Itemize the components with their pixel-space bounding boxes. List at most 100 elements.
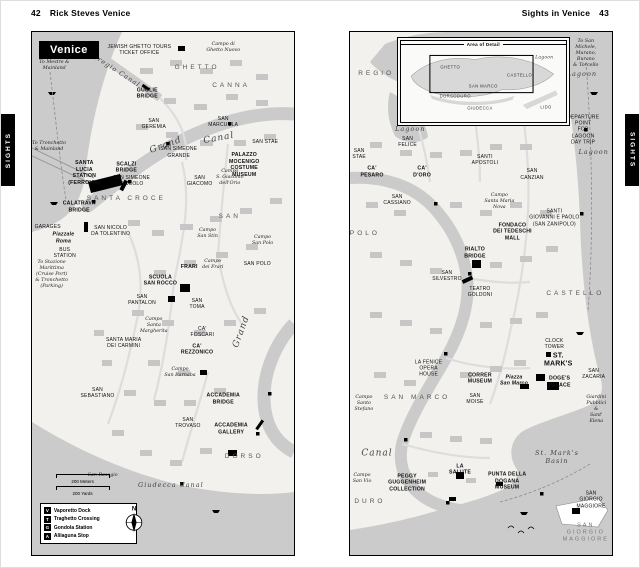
map-title-text: Venice bbox=[50, 44, 88, 56]
building-blocks bbox=[366, 142, 558, 483]
map-label: SANTA MARIA DEI CARMINI bbox=[105, 336, 142, 350]
map-label: SAN MARCO bbox=[383, 394, 451, 402]
map-label: SAN SIMEONE GRANDE bbox=[160, 146, 198, 159]
map-label: GIUDECCA bbox=[467, 105, 493, 111]
map-label: SAN TOMA bbox=[189, 297, 205, 310]
left-map-labels: JEWISH GHETTO TOURS TICKET OFFICE Campo d… bbox=[32, 32, 294, 555]
east-lagoon-and-basin-water bbox=[350, 32, 612, 555]
page-number-right: 43 bbox=[599, 8, 609, 18]
map-label: FONDACO DEI TEDESCHI MALL bbox=[493, 222, 532, 242]
lido-silhouette bbox=[522, 90, 558, 110]
map-label: SAN MOISE bbox=[466, 392, 484, 406]
map-label: Giardini Pubblici & Sant' Elena bbox=[586, 394, 607, 424]
map-label: SAN GEREMIA bbox=[141, 117, 167, 131]
building-blocks bbox=[94, 60, 282, 466]
map-label: CA' PESARO bbox=[360, 165, 384, 179]
map-label: San Basegio bbox=[87, 473, 118, 479]
inset-title: Area of Detail bbox=[401, 42, 566, 47]
map-label: RIALTO BRIDGE bbox=[464, 246, 486, 260]
map-label: Campo Santa Margherita bbox=[139, 316, 168, 334]
map-label: Campo S. Giacomo dell'Orio bbox=[216, 169, 244, 187]
sights-tab-left: SIGHTS bbox=[1, 114, 15, 186]
map-label: SAN CANZIAN bbox=[520, 168, 544, 181]
map-label: St. Mark's Basin bbox=[535, 449, 579, 466]
map-label: CLOCK TOWER bbox=[544, 337, 565, 350]
chapter-title: Sights in Venice bbox=[521, 8, 591, 18]
map-label: Campo San Polo bbox=[251, 235, 274, 247]
map-label: CASTELLO bbox=[546, 289, 605, 297]
map-label: ACCADEMIA BRIDGE bbox=[206, 392, 240, 406]
compass-rose: N bbox=[125, 506, 143, 532]
map-label: Lagoon bbox=[566, 69, 598, 78]
map-label: SAN GIORGIO MAGGIORE bbox=[562, 522, 609, 543]
map-label: REGIO bbox=[358, 69, 395, 77]
seagull-marks bbox=[507, 525, 535, 534]
map-label: SAN ZACARIA bbox=[582, 367, 606, 381]
map-label: CASTELLO bbox=[507, 72, 533, 78]
map-label: ST. MARK'S bbox=[544, 352, 573, 368]
ferry-routes bbox=[499, 61, 593, 503]
map-label: Piazza San Marco bbox=[499, 374, 529, 387]
map-label: DEPARTURE POINT FOR LAGOON DAY TRIP bbox=[567, 114, 600, 146]
compass-north-label: N bbox=[132, 506, 136, 512]
legend-item-label: Gondola Station bbox=[53, 524, 93, 531]
map-label: SAN GIORGIO MAGGIORE bbox=[576, 490, 606, 510]
boat-icons bbox=[520, 92, 598, 515]
map-label: CA' FOSCARI bbox=[190, 325, 215, 339]
map-label: Lagoon bbox=[395, 124, 426, 133]
map-label: GHETTO bbox=[174, 64, 220, 72]
book-title: Rick Steves Venice bbox=[49, 8, 131, 18]
vaporetto-dock-marks bbox=[404, 128, 588, 505]
map-label: CA' D'ORO bbox=[413, 165, 431, 179]
inset-title-text: Area of Detail bbox=[466, 42, 500, 48]
legend-item-label: Traghetto Crossing bbox=[53, 516, 100, 523]
map-label: Campo San Vio bbox=[352, 473, 372, 485]
venice-sights-map: To San Michele, Murano, Burano & Torcell… bbox=[349, 31, 613, 556]
map-label: LA SALUTE bbox=[449, 463, 472, 476]
map-label: JEWISH GHETTO TOURS TICKET OFFICE bbox=[107, 43, 172, 56]
map-label: Campo Santa Maria Nova bbox=[484, 192, 515, 210]
map-label: Lagoon bbox=[578, 148, 609, 157]
map-label: SAN NICOLO DA TOLENTINO bbox=[91, 224, 131, 237]
inset-graphics bbox=[410, 55, 558, 110]
map-label: SAN CASSIANO bbox=[383, 193, 411, 206]
map-label: Campo di Ghetto Nuovo bbox=[206, 41, 241, 53]
map-label: Canal bbox=[361, 448, 393, 459]
map-label: SAN FELICE bbox=[398, 135, 417, 148]
map-label: PEGGY GUGGENHEIM COLLECTION bbox=[388, 473, 427, 493]
venice-overview-map: JEWISH GHETTO TOURS TICKET OFFICE Campo d… bbox=[31, 31, 295, 556]
legend-item-label: Alilaguna Stop bbox=[53, 533, 89, 540]
legend-symbol: G bbox=[43, 524, 51, 532]
sights-tab-label: SIGHTS bbox=[628, 131, 636, 169]
legend-symbol: T bbox=[43, 515, 51, 523]
lagoon-water-west bbox=[32, 32, 122, 232]
map-label: GHETTO bbox=[440, 64, 461, 70]
map-label: To Mestre & Mainland bbox=[39, 60, 70, 71]
map-label: TEATRO GOLDONI bbox=[467, 285, 493, 298]
san-giorgio-island bbox=[555, 497, 609, 528]
map-label: SAN SIMEONE PICCOLO bbox=[113, 174, 151, 188]
legend-symbol: A bbox=[43, 532, 51, 540]
map-label: SCALZI BRIDGE bbox=[115, 161, 137, 174]
grand-canal bbox=[350, 171, 545, 518]
map-label: Piazzale Roma bbox=[52, 231, 75, 245]
detail-area-outline bbox=[429, 55, 534, 94]
giudecca-silhouette bbox=[429, 95, 515, 106]
right-map-labels: To San Michele, Murano, Burano & Torcell… bbox=[350, 32, 612, 555]
map-label: SAN SILVESTRO bbox=[432, 269, 462, 283]
legend-item-label: Vaporetto Dock bbox=[53, 507, 91, 514]
railway-lines bbox=[32, 147, 95, 185]
map-label: SAN GIACOMO bbox=[186, 174, 213, 188]
map-label: Campo San Barnaba bbox=[164, 367, 196, 378]
map-label: SANTI GIOVANNI E PAOLO (SAN ZANIPOLO) bbox=[529, 208, 580, 228]
scale-yards-label: 200 Yards bbox=[72, 490, 93, 496]
map-label: To Tronchetto & Mainland bbox=[31, 141, 67, 153]
scale-bar-meters bbox=[55, 473, 110, 478]
train-station-building bbox=[88, 174, 123, 193]
